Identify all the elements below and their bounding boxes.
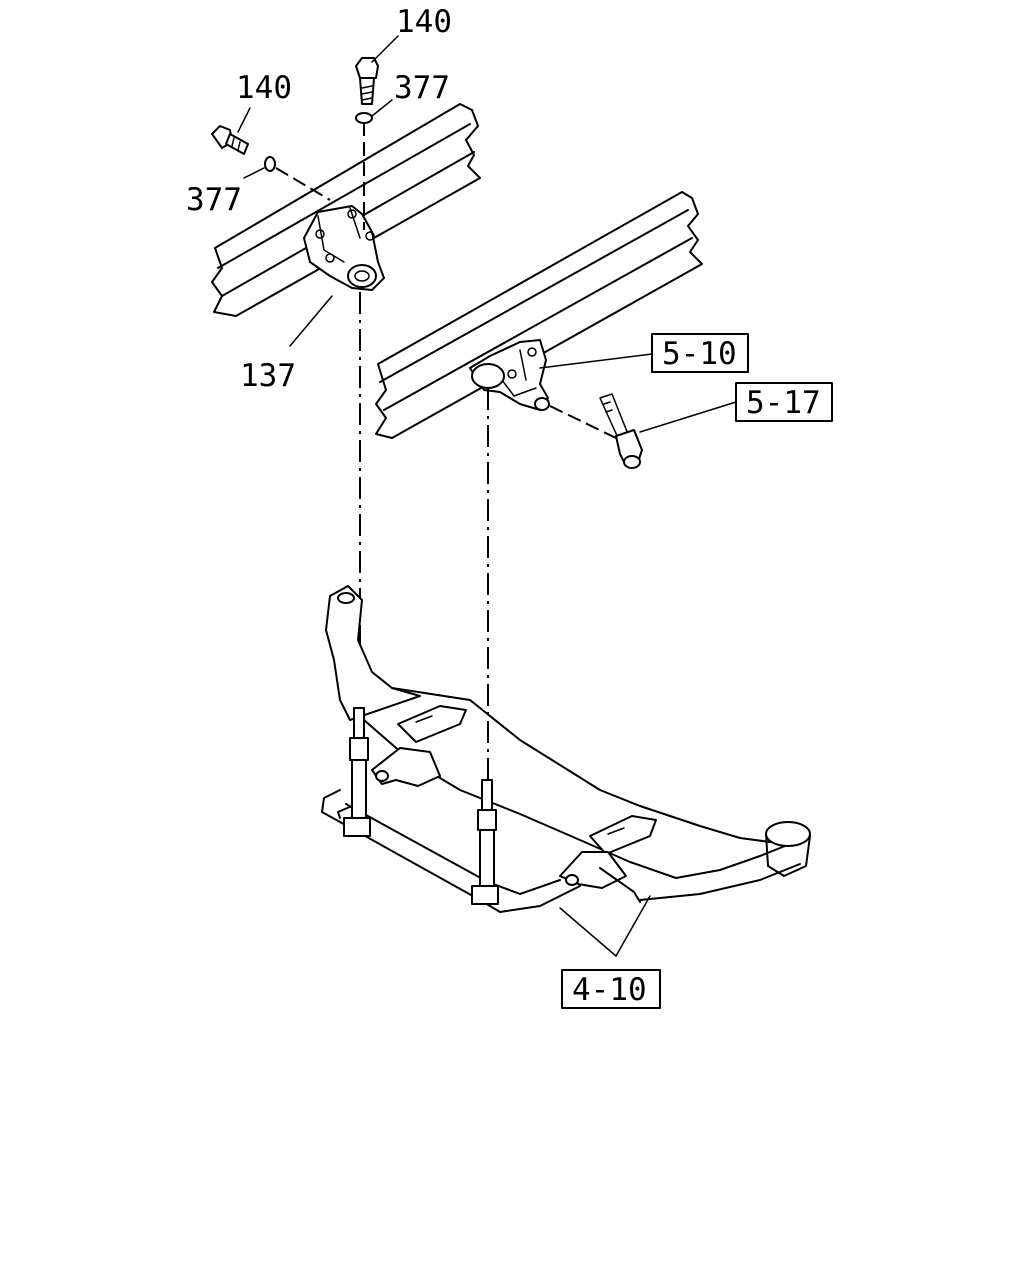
- callout-bolt-top: 140: [396, 4, 452, 40]
- shock-absorber-icon: [599, 393, 643, 469]
- ref-label-4-10[interactable]: 4-10: [572, 972, 647, 1008]
- ref-box-5-10: [651, 333, 749, 373]
- mount-bracket-icon: [469, 339, 550, 411]
- lock-washer-icon-left: [264, 156, 276, 172]
- ref-box-4-10: [561, 969, 661, 1009]
- frame-rail-lower: [375, 191, 703, 439]
- ref-label-5-10[interactable]: 5-10: [662, 336, 737, 372]
- hex-bolt-icon: [355, 57, 379, 105]
- lock-washer-icon: [355, 112, 373, 124]
- callout-washer-left: 377: [186, 182, 242, 218]
- stabilizer-bar-icon: [321, 707, 581, 913]
- ref-box-5-17: [735, 382, 833, 422]
- ref-label-5-17[interactable]: 5-17: [746, 385, 821, 421]
- callout-washer-top: 377: [394, 70, 450, 106]
- hex-bolt-icon-left: [211, 125, 249, 155]
- bracket-icon: [303, 205, 385, 291]
- callout-bracket: 137: [240, 358, 296, 394]
- leader-lines: [237, 35, 737, 957]
- crossmember-icon: [325, 585, 811, 903]
- callout-bolt-left: 140: [236, 70, 292, 106]
